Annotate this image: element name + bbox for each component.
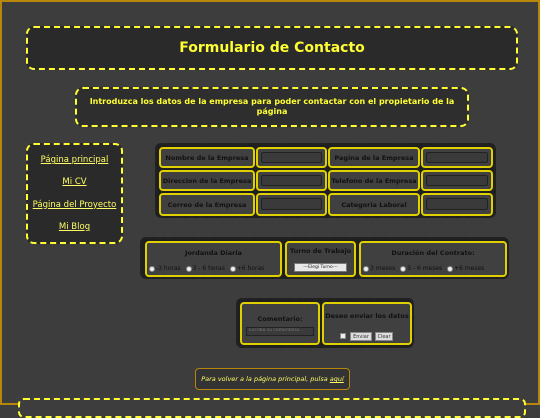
jornada-label: Jordanda Diaria <box>185 249 242 257</box>
jornada-radio-1[interactable] <box>149 265 155 272</box>
nav-link-blog[interactable]: Mi Blog <box>58 221 91 232</box>
duracion-option-2: 3 - 6 meses <box>407 265 443 272</box>
page-title: Formulario de Contacto <box>179 40 365 56</box>
turno-cell: Turno de Trabajo ---Elegi Turno--- <box>285 241 356 277</box>
duracion-option-3: +6 meses <box>454 265 485 272</box>
company-phone-label: Telefono de la Empresa <box>331 176 417 185</box>
comment-textarea[interactable]: Escriba su comentario... <box>246 327 314 336</box>
nav-link-cv[interactable]: Mi CV <box>62 177 87 188</box>
company-address-label-cell: Direccion de la Empresa <box>159 170 255 191</box>
company-phone-label-cell: Telefono de la Empresa <box>328 170 420 191</box>
company-name-label: Nombre de la Empresa <box>165 153 249 162</box>
comment-label: Comentario: <box>257 315 303 323</box>
company-name-label-cell: Nombre de la Empresa <box>159 147 255 168</box>
duracion-options: 3 meses 3 - 6 meses +6 meses <box>363 265 505 272</box>
duracion-cell: Duración del Contrato: 3 meses 3 - 6 mes… <box>359 241 507 277</box>
company-category-input[interactable] <box>426 198 488 210</box>
footer-box: Para volver a la página principal, pulsa… <box>195 368 350 390</box>
company-category-label-cell: Categoria Laboral <box>328 193 420 216</box>
company-address-label: Direccion de la Empresa <box>162 176 252 185</box>
jornada-option-1: -3 horas <box>156 265 181 272</box>
intro-box: Introduzca los datos de la empresa para … <box>75 87 469 127</box>
company-email-label-cell: Correo de la Empresa <box>159 193 255 216</box>
company-address-cell <box>256 170 327 191</box>
turno-label: Turno de Trabajo <box>289 247 352 255</box>
company-name-cell <box>256 147 327 168</box>
turno-select-value: ---Elegi Turno--- <box>303 265 338 270</box>
intro-text: Introduzca los datos de la empresa para … <box>89 97 455 116</box>
duracion-radio-1[interactable] <box>363 265 369 272</box>
company-category-label: Categoria Laboral <box>341 200 407 209</box>
company-page-cell <box>421 147 493 168</box>
nav-link-home[interactable]: Página principal <box>40 155 109 166</box>
nav-menu: Página principal Mi CV Página del Proyec… <box>26 143 123 244</box>
clear-button[interactable]: Clear <box>375 332 393 341</box>
company-page-input[interactable] <box>426 152 488 163</box>
header-box: Formulario de Contacto <box>26 26 518 70</box>
bottom-bar <box>18 398 526 418</box>
send-cell: Deseo enviar los datos Enviar Clear <box>322 302 412 345</box>
turno-select[interactable]: ---Elegi Turno--- <box>294 263 347 272</box>
comment-cell: Comentario: Escriba su comentario... <box>240 302 320 345</box>
send-label: Deseo enviar los datos <box>325 312 409 320</box>
work-form: Jordanda Diaria -3 horas 3 - 6 horas +6 … <box>140 237 509 279</box>
duracion-option-1: 3 meses <box>370 265 396 272</box>
company-address-input[interactable] <box>261 175 322 186</box>
jornada-radio-3[interactable] <box>229 265 236 272</box>
company-page-label-cell: Pagina de la Empresa <box>328 147 420 168</box>
company-category-cell <box>421 193 493 216</box>
duracion-label: Duración del Contrato: <box>391 249 475 257</box>
send-checkbox[interactable] <box>340 333 346 339</box>
company-email-input[interactable] <box>261 198 322 210</box>
company-name-input[interactable] <box>261 152 322 163</box>
jornada-option-2: 3 - 6 horas <box>192 265 225 272</box>
company-phone-input[interactable] <box>426 175 488 186</box>
company-page-label: Pagina de la Empresa <box>334 153 414 162</box>
jornada-cell: Jordanda Diaria -3 horas 3 - 6 horas +6 … <box>145 241 282 277</box>
comment-form: Comentario: Escriba su comentario... Des… <box>236 298 414 348</box>
duracion-radio-2[interactable] <box>400 265 407 272</box>
company-email-label: Correo de la Empresa <box>167 200 247 209</box>
jornada-option-3: +6 horas <box>236 265 265 272</box>
duracion-radio-3[interactable] <box>447 265 454 272</box>
footer-home-link[interactable]: aquí <box>329 375 344 383</box>
company-phone-cell <box>421 170 493 191</box>
jornada-options: -3 horas 3 - 6 horas +6 horas <box>149 265 280 272</box>
jornada-radio-2[interactable] <box>185 265 192 272</box>
comment-placeholder: Escriba su comentario... <box>249 328 304 333</box>
send-button[interactable]: Enviar <box>350 332 372 341</box>
footer-text: Para volver a la página principal, pulsa <box>201 375 328 383</box>
company-email-cell <box>256 193 327 216</box>
company-form: Nombre de la Empresa Pagina de la Empres… <box>155 143 496 218</box>
nav-link-project[interactable]: Página del Proyecto <box>32 199 117 210</box>
